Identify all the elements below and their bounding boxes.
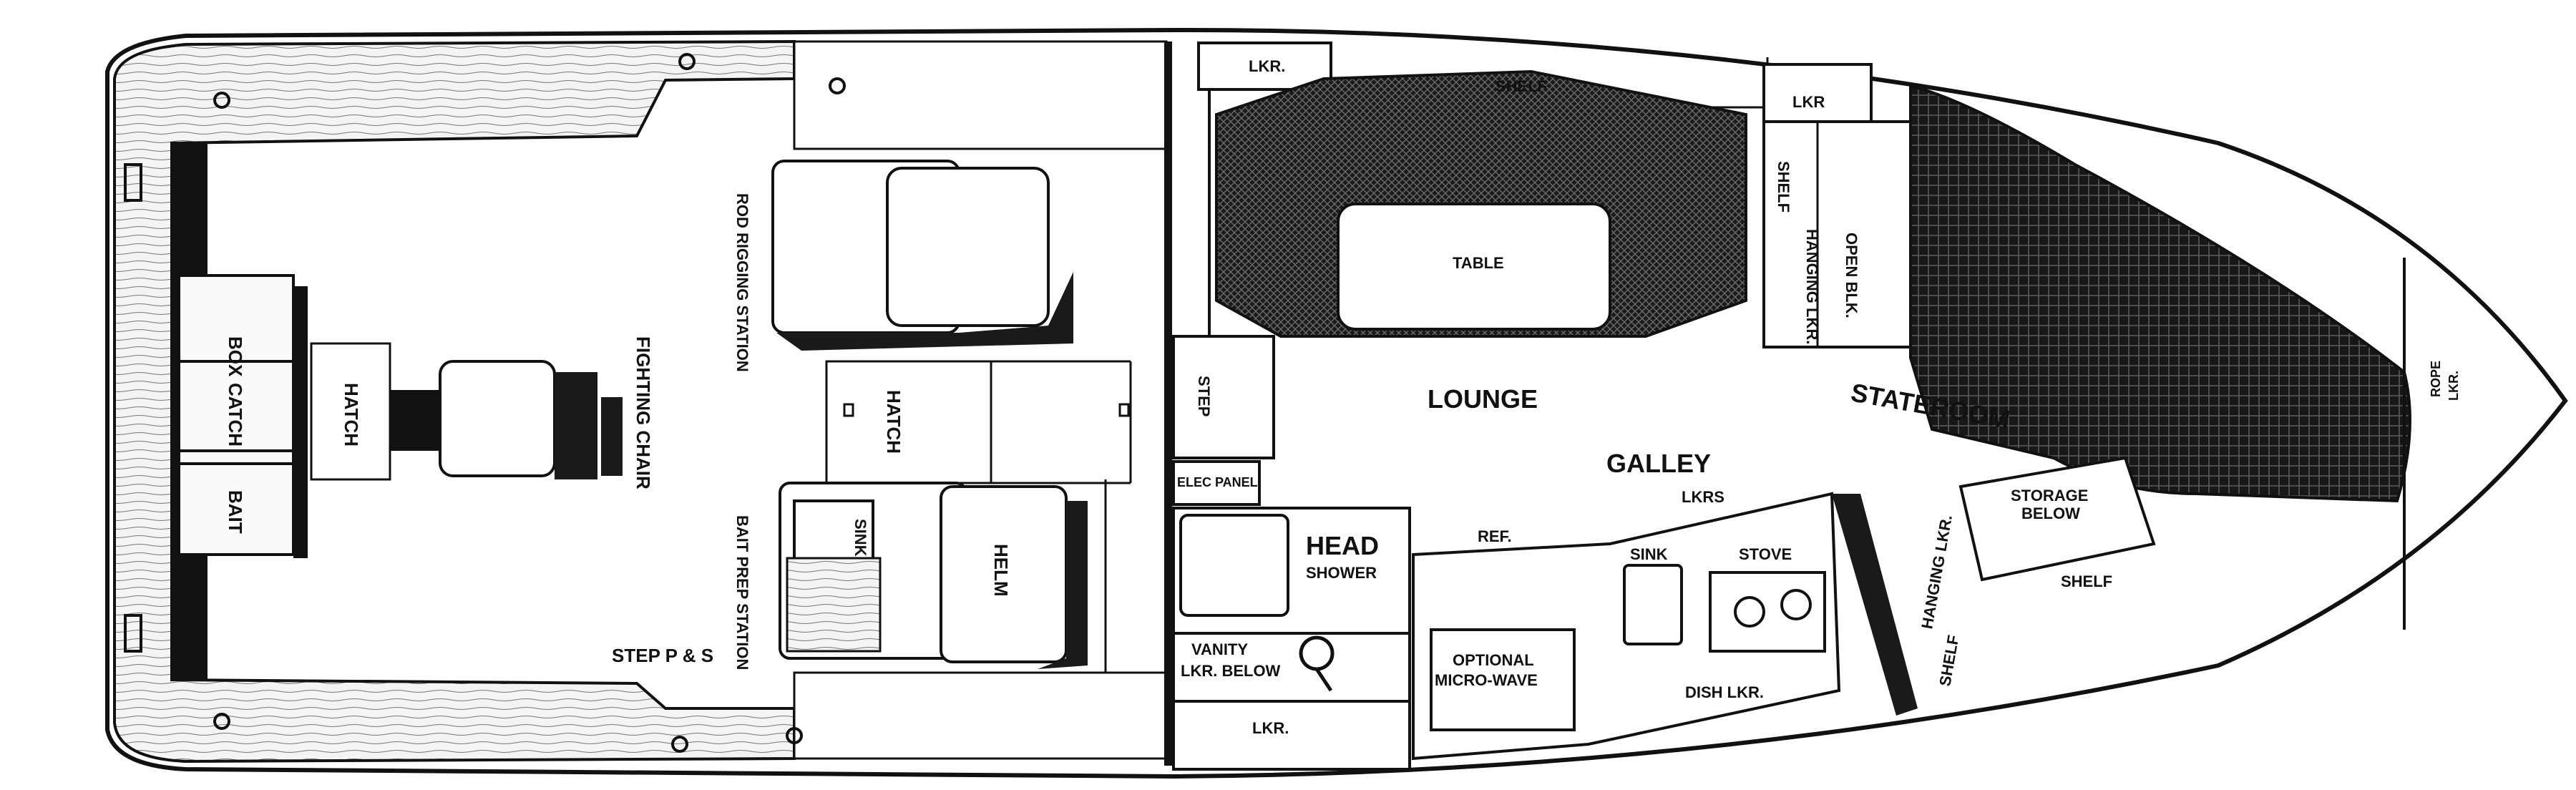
label-sink-galley: SINK bbox=[1630, 545, 1668, 563]
label-open-blk: OPEN BLK. bbox=[1843, 233, 1860, 318]
label-microwave: MICRO-WAVE bbox=[1435, 671, 1538, 689]
cleat bbox=[786, 727, 803, 744]
stateroom-hanging-locker bbox=[1832, 494, 1918, 716]
cleat bbox=[213, 92, 230, 109]
storage-below bbox=[1958, 456, 2156, 582]
label-vanity: VANITY bbox=[1191, 640, 1248, 658]
galley-sink bbox=[1623, 564, 1683, 645]
head-counter-line bbox=[1174, 632, 1410, 703]
bait-prep-cutting-board bbox=[786, 557, 882, 653]
label-elec-panel: ELEC PANEL bbox=[1177, 475, 1258, 489]
label-shelf-top: SHELF bbox=[1496, 77, 1547, 95]
label-rope: ROPE bbox=[2429, 361, 2443, 397]
label-rope-lkr: LKR. bbox=[2446, 371, 2461, 401]
mid-hatch-latch bbox=[843, 403, 854, 417]
hanging-locker-upper bbox=[1762, 120, 1916, 348]
label-lounge: LOUNGE bbox=[1428, 384, 1538, 414]
stove-burner bbox=[1734, 596, 1765, 628]
hull-outline bbox=[105, 27, 2568, 779]
label-shelf-lower: SHELF bbox=[1936, 633, 1962, 687]
bait-box-shadow bbox=[293, 286, 308, 558]
fighting-chair-base bbox=[390, 390, 440, 451]
top-locker bbox=[1197, 42, 1332, 91]
label-step: STEP bbox=[1195, 376, 1213, 416]
cleat bbox=[671, 736, 688, 753]
galley-stove bbox=[1709, 571, 1826, 653]
label-fighting-chair: FIGHTING CHAIR bbox=[633, 336, 654, 489]
bait-box-dividers bbox=[179, 360, 293, 465]
mid-hatch-latch bbox=[1118, 403, 1130, 417]
label-dish-lkr: DISH LKR. bbox=[1685, 683, 1764, 701]
microwave bbox=[1430, 628, 1576, 731]
label-step-ps: STEP P & S bbox=[612, 645, 713, 666]
label-hatch-mid: HATCH bbox=[883, 390, 904, 454]
mid-hatch-lines bbox=[991, 360, 1132, 484]
label-optional: OPTIONAL bbox=[1453, 651, 1534, 669]
cleat bbox=[829, 77, 846, 94]
label-sink-cockpit: SINK bbox=[852, 519, 869, 557]
rod-holder bbox=[124, 614, 142, 653]
fighting-chair-seat bbox=[439, 360, 556, 477]
label-shower: SHOWER bbox=[1306, 564, 1377, 582]
cockpit-lower-deck bbox=[793, 671, 1168, 760]
head-shower-seat bbox=[1179, 514, 1289, 617]
rod-rigging-seat bbox=[886, 167, 1050, 327]
rod-holder bbox=[124, 163, 142, 202]
label-box: BOX bbox=[225, 336, 246, 377]
label-head: HEAD bbox=[1306, 531, 1379, 560]
label-stove: STOVE bbox=[1739, 545, 1792, 563]
v-berth bbox=[1909, 84, 2411, 503]
label-bait-prep: BAIT PREP STATION bbox=[733, 515, 751, 670]
label-shelf-fwd: SHELF bbox=[1775, 161, 1792, 213]
label-rod-rigging: ROD RIGGING STATION bbox=[733, 193, 751, 372]
label-below: BELOW bbox=[2021, 504, 2080, 522]
label-bait: BAIT bbox=[225, 490, 246, 534]
rod-rigging-shadow bbox=[776, 272, 1073, 351]
cleat bbox=[213, 713, 230, 730]
label-hanging-lkr-upper: HANGING LKR. bbox=[1803, 229, 1821, 344]
label-helm: HELM bbox=[990, 544, 1012, 597]
cockpit-upper-deck bbox=[793, 40, 1168, 150]
mid-hatch bbox=[825, 360, 992, 484]
elec-panel bbox=[1172, 460, 1261, 506]
label-table: TABLE bbox=[1453, 254, 1504, 272]
label-lkr-bottom: LKR. bbox=[1252, 719, 1289, 737]
label-catch: CATCH bbox=[225, 383, 246, 447]
label-galley: GALLEY bbox=[1606, 449, 1711, 478]
fighting-chair-shadow bbox=[601, 397, 623, 476]
helm-shadow bbox=[1038, 501, 1088, 669]
label-storage: STORAGE bbox=[2011, 487, 2088, 504]
forward-locker bbox=[1762, 63, 1873, 123]
label-shelf-bottom: SHELF bbox=[2061, 572, 2112, 590]
label-lkr-fwd: LKR bbox=[1792, 93, 1825, 111]
label-ref: REF. bbox=[1478, 527, 1512, 545]
toilet-icon bbox=[1299, 635, 1335, 692]
label-hatch-aft: HATCH bbox=[341, 383, 362, 447]
companion-step bbox=[1172, 335, 1275, 459]
head-compartment bbox=[1172, 507, 1411, 771]
label-lkr-top: LKR. bbox=[1249, 57, 1285, 75]
dinette-table bbox=[1337, 203, 1611, 331]
stove-burner bbox=[1780, 589, 1812, 620]
label-lkrs: LKRS bbox=[1682, 488, 1724, 506]
label-lkr-below: LKR. BELOW bbox=[1181, 662, 1281, 680]
fighting-chair-back bbox=[555, 372, 597, 479]
cleat bbox=[678, 53, 696, 70]
label-hanging-lkr-lower: HANGING LKR. bbox=[1918, 514, 1956, 630]
